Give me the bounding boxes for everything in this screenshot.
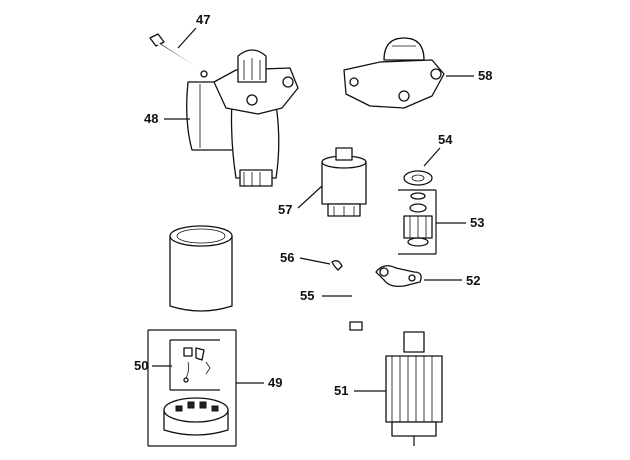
callout-49: 49 — [268, 375, 282, 390]
through-bolt-55 — [349, 251, 363, 331]
retainer-54 — [403, 170, 433, 186]
callout-55: 55 — [300, 288, 314, 303]
leader-47 — [177, 27, 197, 49]
frame-cylinder — [169, 225, 233, 312]
leader-56 — [299, 257, 331, 265]
end-cap-49 — [163, 397, 229, 436]
bolt-47 — [149, 33, 204, 73]
brush-parts-50 — [169, 339, 220, 391]
callout-54: 54 — [438, 132, 453, 147]
drive-kit-53 — [398, 189, 437, 255]
starter-assembly-48 — [186, 49, 299, 187]
leader-54 — [423, 147, 441, 167]
leader-57 — [297, 185, 323, 209]
drive-housing-58 — [343, 37, 445, 109]
end-cap-kit-49 — [147, 329, 237, 447]
callout-50: 50 — [134, 358, 148, 373]
callout-58: 58 — [478, 68, 492, 83]
callout-53: 53 — [470, 215, 484, 230]
callout-52: 52 — [466, 273, 480, 288]
motor-57 — [321, 147, 367, 217]
clip-56 — [331, 260, 343, 271]
callout-47: 47 — [196, 12, 210, 27]
callout-56: 56 — [280, 250, 294, 265]
callout-48: 48 — [144, 111, 158, 126]
armature-51 — [385, 308, 443, 446]
callout-57: 57 — [278, 202, 292, 217]
shift-lever-52 — [375, 265, 422, 288]
callout-51: 51 — [334, 383, 348, 398]
